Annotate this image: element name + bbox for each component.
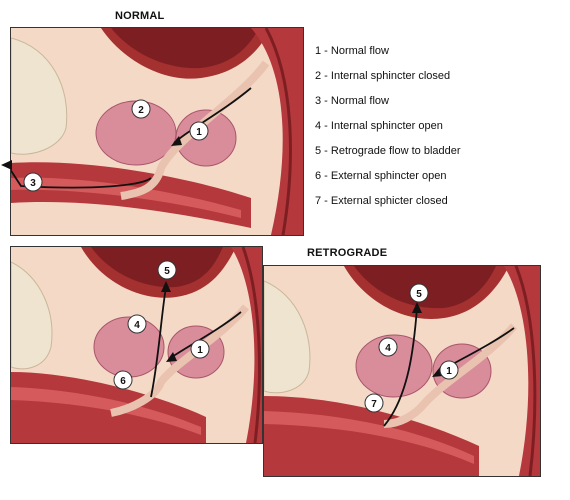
legend-separator: - xyxy=(321,45,331,57)
retrograde-right-panel: 1 4 5 7 xyxy=(263,265,541,477)
svg-text:1: 1 xyxy=(446,366,452,377)
legend-item-3: 3 - Normal flow xyxy=(315,94,565,119)
svg-text:7: 7 xyxy=(371,399,377,410)
legend-item-4: 4 - Internal sphincter open xyxy=(315,119,565,144)
svg-text:4: 4 xyxy=(385,343,391,354)
legend-separator: - xyxy=(321,70,331,82)
legend-item-7: 7 - External sphicter closed xyxy=(315,194,565,219)
legend-separator: - xyxy=(321,195,331,207)
legend-text: Normal flow xyxy=(330,95,389,107)
title-retrograde: RETROGRADE xyxy=(307,247,388,259)
legend-text: Internal sphincter closed xyxy=(330,70,451,82)
svg-text:5: 5 xyxy=(416,289,422,300)
normal-label-1: 1 xyxy=(189,121,209,141)
retro-left-label-4: 4 xyxy=(127,314,147,334)
svg-text:1: 1 xyxy=(196,127,202,138)
retro-left-label-6: 6 xyxy=(113,370,133,390)
retro-left-label-1: 1 xyxy=(190,339,210,359)
retro-right-label-4: 4 xyxy=(378,337,398,357)
normal-label-2: 2 xyxy=(131,99,151,119)
retrograde-left-illustration: 1 4 5 6 xyxy=(11,247,262,443)
normal-flow-exit-arrow xyxy=(1,160,12,170)
legend-separator: - xyxy=(321,95,331,107)
legend-number: 2 xyxy=(315,70,322,82)
svg-text:3: 3 xyxy=(30,178,36,189)
legend-item-5: 5 - Retrograde flow to bladder xyxy=(315,144,565,169)
retro-left-label-5: 5 xyxy=(157,260,177,280)
normal-illustration: 1 2 3 xyxy=(11,28,303,235)
retro-right-label-7: 7 xyxy=(364,393,384,413)
legend-number: 7 xyxy=(315,195,322,207)
legend-number: 4 xyxy=(315,120,322,132)
legend-text: External sphincter open xyxy=(330,170,447,182)
legend-item-1: 1 - Normal flow xyxy=(315,44,565,69)
retro-right-label-1: 1 xyxy=(439,360,459,380)
retrograde-left-panel: 1 4 5 6 xyxy=(10,246,263,444)
legend-item-2: 2 - Internal sphincter closed xyxy=(315,69,565,94)
legend-separator: - xyxy=(321,170,331,182)
legend-separator: - xyxy=(321,120,331,132)
svg-text:6: 6 xyxy=(120,376,126,387)
retro-right-label-5: 5 xyxy=(409,283,429,303)
svg-text:4: 4 xyxy=(134,320,140,331)
legend-text: Retrograde flow to bladder xyxy=(330,145,461,157)
legend-number: 1 xyxy=(315,45,322,57)
legend-separator: - xyxy=(321,145,331,157)
svg-text:1: 1 xyxy=(197,345,203,356)
normal-label-3: 3 xyxy=(23,172,43,192)
legend-number: 6 xyxy=(315,170,322,182)
normal-panel: 1 2 3 xyxy=(10,27,304,236)
svg-text:2: 2 xyxy=(138,105,144,116)
legend-number: 5 xyxy=(315,145,322,157)
legend-text: Normal flow xyxy=(330,45,389,57)
title-normal: NORMAL xyxy=(115,10,165,22)
legend-text: Internal sphincter open xyxy=(330,120,443,132)
legend-text: External sphicter closed xyxy=(330,195,448,207)
retrograde-right-illustration: 1 4 5 7 xyxy=(264,266,540,476)
legend-item-6: 6 - External sphincter open xyxy=(315,169,565,194)
legend-number: 3 xyxy=(315,95,322,107)
svg-text:5: 5 xyxy=(164,266,170,277)
